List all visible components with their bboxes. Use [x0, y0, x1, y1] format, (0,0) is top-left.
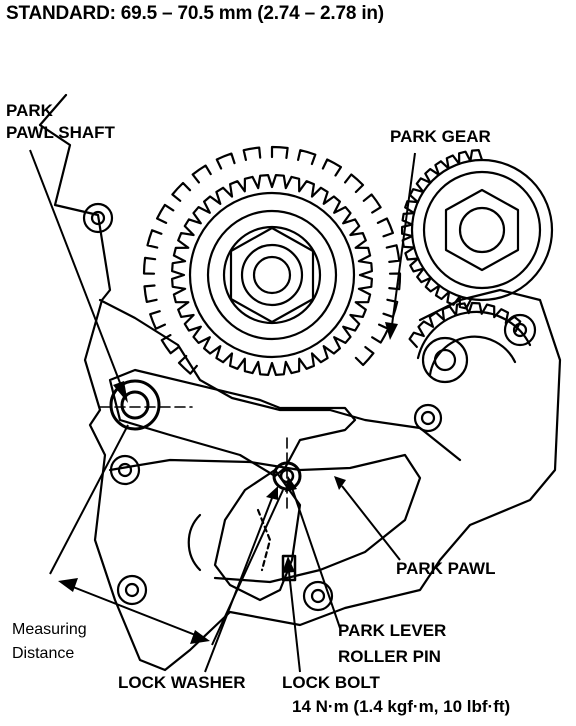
right-gear: [410, 158, 554, 302]
measure-line-left: [49, 424, 129, 575]
leader-lock-bolt: [288, 571, 301, 673]
measure-line-right: [211, 489, 284, 646]
label-park-lever-line1: PARK LEVER: [338, 621, 447, 640]
case-outline: [38, 93, 562, 672]
case-bolt-bosses: [82, 202, 537, 612]
label-measuring-line1: Measuring: [12, 621, 87, 638]
arrow-roller-pin: [285, 476, 297, 492]
label-park-gear: PARK GEAR: [390, 127, 491, 146]
label-measuring-line2: Distance: [12, 645, 75, 662]
case-rib-lower: [108, 453, 422, 584]
case-rib: [98, 298, 462, 462]
park-pawl-shaft: [109, 379, 161, 431]
leader-roller-pin: [291, 487, 341, 629]
arrow-park-pawl-shaft: [113, 381, 128, 403]
label-lock-bolt: LOCK BOLT: [282, 673, 380, 692]
arrow-lock-bolt: [282, 556, 295, 573]
label-park-pawl-shaft-line2: PAWL SHAFT: [6, 123, 115, 142]
park-gear: [142, 145, 402, 376]
arrow-lock-washer: [266, 486, 278, 500]
label-lock-washer: LOCK WASHER: [118, 673, 246, 692]
arrow-measure-right: [190, 630, 210, 644]
lower-right-gear: [416, 310, 532, 384]
label-park-pawl-shaft-line1: PARK: [6, 101, 53, 120]
arrow-park-gear: [385, 322, 398, 340]
label-torque: 14 N·m (1.4 kgf·m, 10 lbf·ft): [292, 697, 511, 716]
arrow-measure-left: [58, 578, 78, 592]
label-park-pawl: PARK PAWL: [396, 559, 496, 578]
leader-park-pawl: [341, 485, 401, 561]
leader-park-pawl-shaft: [29, 149, 123, 389]
label-park-lever-line2: ROLLER PIN: [338, 647, 441, 666]
measuring-distance-dimension: [67, 584, 199, 637]
park-pawl: [108, 368, 357, 478]
arrow-park-pawl: [334, 476, 346, 490]
leader-park-gear: [391, 152, 416, 326]
right-gear-teeth: [401, 149, 522, 348]
standard-spec: STANDARD: 69.5 – 70.5 mm (2.74 – 2.78 in…: [6, 3, 384, 24]
gear-hub-nut: [229, 226, 315, 324]
